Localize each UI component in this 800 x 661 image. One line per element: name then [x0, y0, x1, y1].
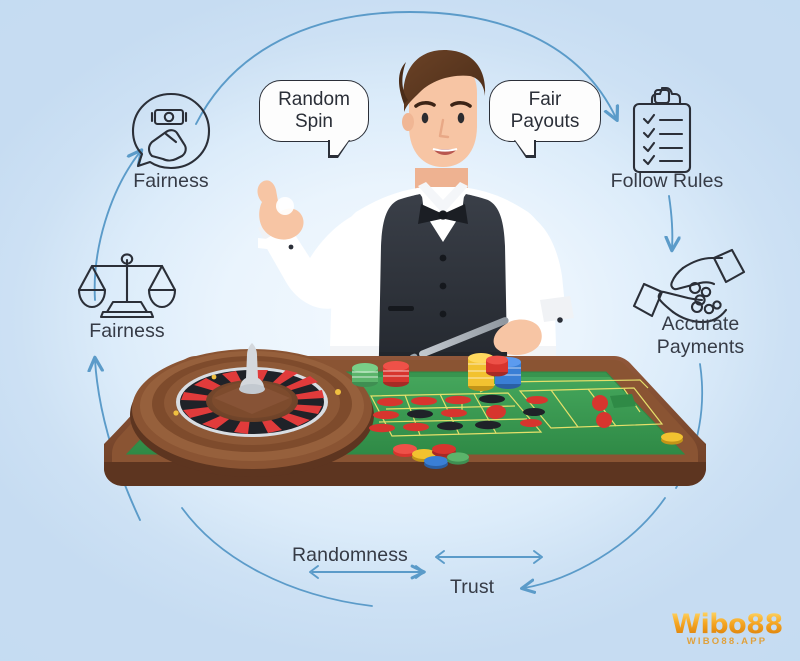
- bottom-label-trust: Trust: [450, 576, 495, 598]
- arc-top-clockwise: [195, 11, 616, 125]
- watermark: Wibo88 WIBO88.APP: [661, 611, 793, 647]
- dealer-hand-ok-gesture: [257, 180, 304, 252]
- roulette-table: [104, 343, 706, 486]
- casino-dealer: [257, 50, 574, 386]
- speech-bubble-random-spin: Random Spin: [259, 80, 369, 158]
- arc-left-lower: [95, 360, 141, 521]
- roulette-wheel: [130, 343, 374, 477]
- arc-right-upper: [669, 195, 672, 248]
- node-label-accurate-payments: Accurate Payments: [656, 313, 745, 358]
- speech-bubble-tail: [514, 140, 536, 158]
- watermark-domain: WIBO88.APP: [686, 636, 768, 647]
- node-label-fairness-left: Fairness: [89, 320, 165, 342]
- node-label-fairness-top: Fairness: [133, 170, 209, 192]
- chip-stacks: [352, 353, 683, 469]
- speech-bubble-fair-payouts-text: Fair Payouts: [510, 89, 580, 132]
- arc-bottom-left: [181, 507, 373, 607]
- arc-bottom-right: [524, 497, 666, 588]
- node-label-follow-rules: Follow Rules: [610, 170, 724, 192]
- speech-bubble-random-spin-text: Random Spin: [278, 89, 350, 132]
- speech-bubble-fair-payouts: Fair Payouts: [489, 80, 601, 158]
- betting-cells: [369, 394, 636, 433]
- speech-bubble-tail: [328, 140, 350, 158]
- bottom-label-randomness: Randomness: [292, 544, 408, 566]
- watermark-brand: Wibo88: [661, 611, 793, 638]
